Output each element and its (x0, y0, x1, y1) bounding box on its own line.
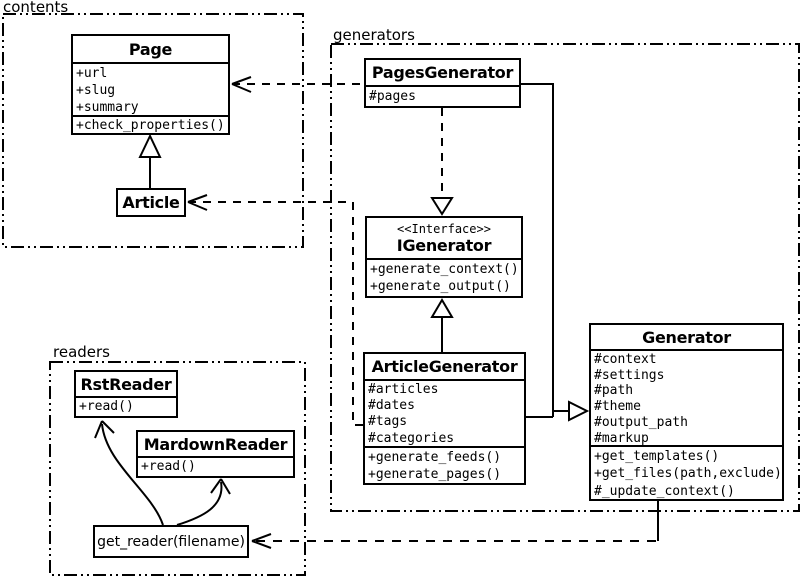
generators-package-label: generators (333, 26, 415, 44)
attribute: #settings (594, 367, 665, 383)
contents-package-label: contents (3, 0, 69, 16)
attribute: #categories (368, 430, 455, 446)
class-pagesgenerator: PagesGenerator #pages (364, 58, 521, 108)
readers-package-border (49, 361, 306, 576)
class-mardownreader: MardownReader +read() (136, 430, 295, 478)
class-articlegenerator-methods: +generate_feeds() +generate_pages() (365, 448, 524, 483)
method: +generate_pages() (368, 467, 502, 482)
method: #_update_context() (594, 483, 735, 499)
class-article: Article (116, 188, 186, 217)
attribute: +summary (76, 100, 139, 116)
edge-articlegenerator-to-igenerator (430, 298, 454, 352)
open-arrowhead-icon (231, 76, 252, 93)
attribute: #dates (368, 398, 415, 414)
attribute: #markup (594, 430, 649, 446)
attribute: #output_path (594, 414, 688, 430)
hollow-triangle-icon (430, 298, 454, 318)
edge-articlegenerator-to-article (187, 194, 363, 426)
readers-package-label: readers (53, 343, 110, 361)
class-igenerator: <<Interface>> IGenerator +generate_conte… (365, 216, 523, 298)
class-generator: Generator #context #settings #path #them… (589, 323, 784, 501)
attribute: #path (594, 383, 634, 399)
class-name: IGenerator (396, 235, 492, 255)
method: +generate_context() (370, 262, 519, 277)
edge-generators-to-generator (521, 83, 590, 422)
method: +generate_feeds() (368, 450, 502, 465)
class-generator-attributes: #context #settings #path #theme #output_… (591, 351, 782, 447)
class-generator-methods: +get_templates() +get_files(path,exclude… (591, 447, 782, 499)
class-articlegenerator-attributes: #articles #dates #tags #categories (365, 381, 524, 448)
attribute: #pages (369, 89, 416, 104)
method: +read() (141, 459, 196, 474)
get-reader-box: get_reader(filename) (93, 525, 249, 558)
edge-article-to-page (138, 133, 162, 188)
class-rstreader-title: RstReader (76, 372, 176, 398)
edge-pagesgenerator-to-page (231, 76, 364, 93)
open-arrowhead-icon (251, 533, 272, 549)
hollow-triangle-icon (568, 400, 590, 422)
method: +read() (79, 399, 134, 414)
class-articlegenerator-title: ArticleGenerator (365, 354, 524, 381)
attribute: #context (594, 352, 657, 367)
method: +check_properties() (76, 118, 225, 133)
class-page-methods: +check_properties() (73, 117, 228, 135)
class-page-title: Page (73, 36, 228, 64)
class-page-attributes: +url +slug +summary (73, 64, 228, 117)
class-mardownreader-methods: +read() (138, 458, 293, 476)
class-igenerator-title: <<Interface>> IGenerator (367, 218, 521, 260)
attribute: #theme (594, 399, 641, 415)
attribute: #articles (368, 382, 439, 397)
class-generator-title: Generator (591, 325, 782, 351)
edge-getreader-to-rstreader (94, 420, 164, 526)
attribute: #tags (368, 414, 408, 430)
class-page: Page +url +slug +summary +check_properti… (71, 34, 230, 135)
edge-getreader-to-mardownreader (176, 478, 231, 526)
method: +get_templates() (594, 449, 720, 464)
open-arrowhead-icon (187, 194, 208, 211)
class-articlegenerator: ArticleGenerator #articles #dates #tags … (363, 352, 526, 485)
class-pagesgenerator-attributes: #pages (366, 87, 519, 106)
edge-generator-to-getreader (251, 501, 659, 549)
class-igenerator-methods: +generate_context() +generate_output() (367, 260, 521, 296)
attribute: +slug (76, 83, 116, 99)
class-article-title: Article (122, 193, 180, 212)
open-arrowhead-icon (94, 420, 115, 439)
class-mardownreader-title: MardownReader (138, 432, 293, 458)
method: +generate_output() (370, 279, 511, 294)
stereotype-label: <<Interface>> (397, 221, 491, 236)
class-rstreader: RstReader +read() (74, 370, 178, 418)
class-rstreader-methods: +read() (76, 398, 176, 416)
contents-package-border (2, 13, 304, 248)
generators-package-border (330, 43, 800, 512)
attribute: +url (76, 66, 108, 81)
hollow-triangle-icon (430, 197, 454, 216)
class-pagesgenerator-title: PagesGenerator (366, 60, 519, 87)
edge-pagesgenerator-to-igenerator (430, 108, 454, 216)
hollow-triangle-icon (138, 133, 162, 158)
open-arrowhead-icon (210, 478, 231, 495)
method: +get_files(path,exclude) (594, 466, 782, 482)
